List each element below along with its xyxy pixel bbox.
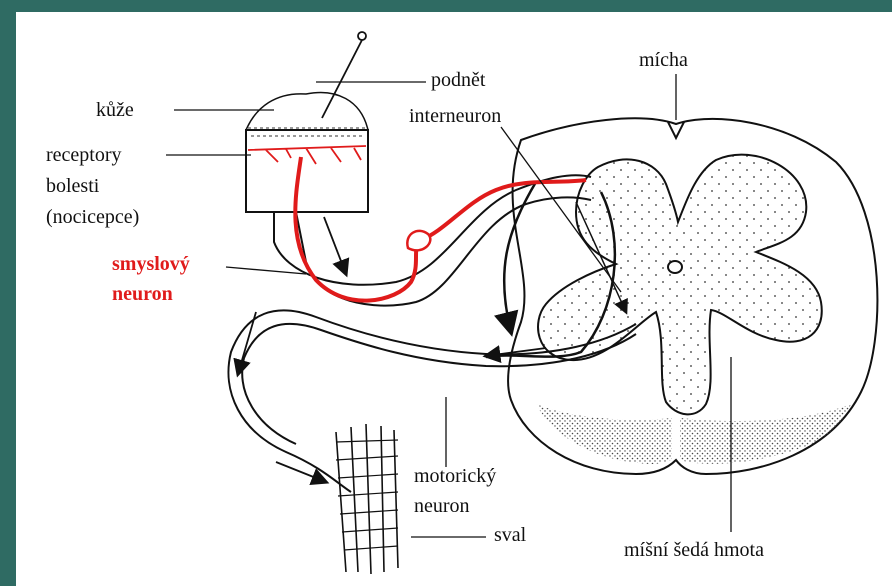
label-pain-receptors-1: receptory	[46, 143, 122, 167]
label-motor-neuron-2: neuron	[414, 494, 470, 518]
label-spinal-cord: mícha	[639, 48, 688, 72]
label-skin: kůže	[96, 98, 134, 122]
sensory-arrow-down	[324, 217, 346, 274]
label-sensory-neuron-2: neuron	[112, 282, 173, 306]
motor-arrow-muscle	[276, 462, 326, 482]
label-sensory-neuron-1: smyslový	[112, 252, 190, 276]
label-stimulus: podnět	[431, 68, 485, 92]
label-grey-matter: míšní šedá hmota	[624, 538, 764, 562]
sensory-cell-body	[407, 231, 430, 251]
label-muscle: sval	[494, 523, 526, 547]
label-motor-neuron-1: motorický	[414, 464, 496, 488]
muscle-fibers	[336, 424, 398, 574]
skin-block	[246, 130, 368, 212]
label-pain-receptors-3: (nocicepce)	[46, 205, 139, 229]
label-pain-receptors-2: bolesti	[46, 174, 99, 198]
central-canal	[668, 261, 682, 273]
diagram-panel: kůže podnět receptory bolesti (nocicepce…	[16, 12, 892, 586]
label-interneuron: interneuron	[409, 104, 501, 128]
skin-surface	[246, 93, 368, 131]
